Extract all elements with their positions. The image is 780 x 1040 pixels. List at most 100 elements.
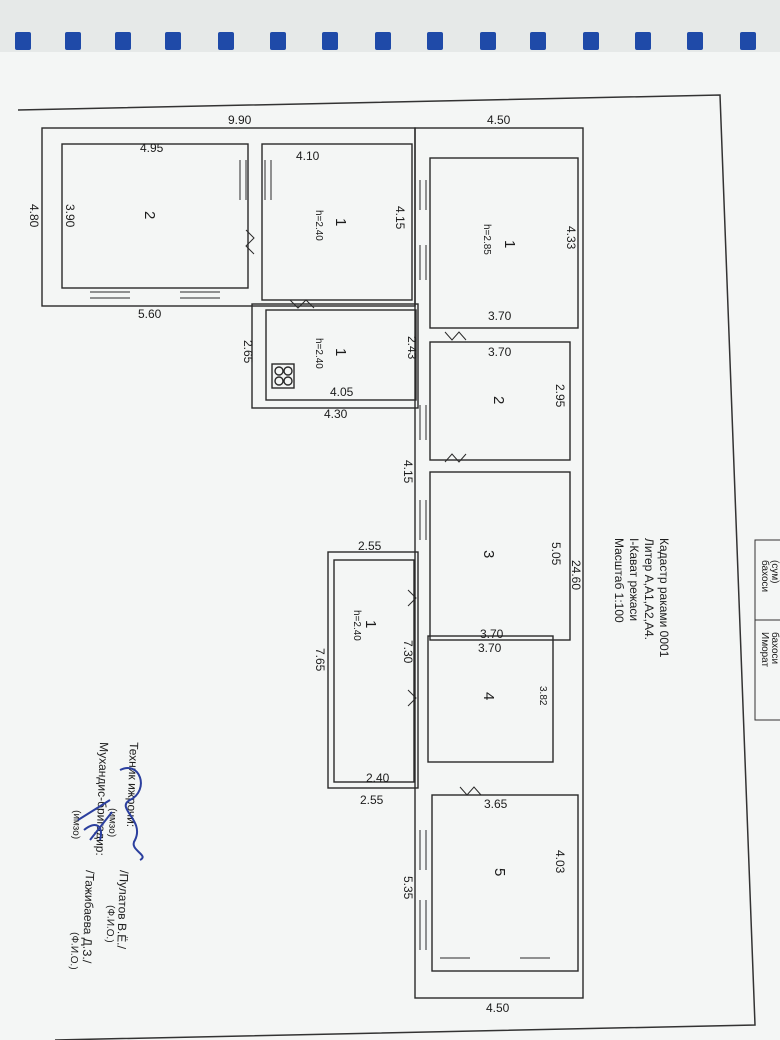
annex-d-outline — [327, 551, 419, 789]
doors — [245, 229, 482, 796]
room-b1-height: h=2.40 — [313, 210, 324, 241]
binding-ring — [480, 32, 496, 50]
dim-5-35: 5.35 — [401, 876, 415, 900]
room-a2-number: 2 — [490, 396, 507, 404]
dim-2-55-top: 2.55 — [358, 539, 382, 553]
stove-burner-icon — [274, 376, 284, 386]
side-table-col2-line1: бахоси — [759, 560, 771, 592]
binding-rings — [15, 32, 756, 50]
binding-ring — [530, 32, 546, 50]
door-swing — [444, 331, 467, 341]
cadastre-number: Кадастр раками 0001 — [657, 538, 671, 658]
engineer-name: /Тажибаева Д.З./ — [80, 870, 97, 964]
technician-name: /Пулатов В.Ё./ — [114, 870, 131, 950]
dim-4-03: 4.03 — [553, 850, 567, 874]
binding-ring — [583, 32, 599, 50]
engineer-label: Мухандис-бригадир: — [93, 742, 111, 856]
dim-2-40: 2.40 — [366, 771, 390, 785]
dim-4-30: 4.30 — [324, 407, 348, 421]
binding-ring — [115, 32, 131, 50]
door-swing — [245, 229, 255, 255]
room-a1-number: 1 — [501, 240, 518, 248]
room-a3 — [429, 471, 571, 641]
dimension-labels: 9.90 4.50 4.50 24.60 4.80 4.95 3.90 5.60… — [27, 113, 583, 1015]
side-table-frame — [754, 539, 780, 721]
binding-ring — [740, 32, 756, 50]
dim-3-70-a1: 3.70 — [488, 309, 512, 323]
binding-ring — [65, 32, 81, 50]
door-swing — [407, 689, 417, 707]
room-a1-height: h=2.85 — [481, 224, 492, 255]
dim-2-65: 2.65 — [241, 340, 255, 364]
room-c1-height: h=2.40 — [313, 338, 324, 369]
dim-3-82: 3.82 — [537, 686, 548, 706]
paper-sheet — [0, 52, 780, 1040]
room-a4-number: 4 — [480, 692, 497, 700]
room-c1 — [265, 309, 417, 401]
signature-block: Техник ижрочи: Мухандис-бригадир: /Пулат… — [68, 742, 144, 970]
dim-4-15b: 4.15 — [401, 460, 415, 484]
engineer-fio-hint: (Ф.И.О.) — [68, 932, 80, 970]
dim-3-65: 3.65 — [484, 797, 508, 811]
dim-4-05: 4.05 — [330, 385, 354, 399]
title-block: Кадастр раками 0001 Литер А,А1,А2,А4. I-… — [612, 538, 671, 658]
binding-ring — [15, 32, 31, 50]
scale-line: Масштаб 1:100 — [612, 538, 626, 623]
door-swing — [444, 453, 467, 463]
door-swing — [407, 589, 417, 607]
dim-4-50-bottom: 4.50 — [486, 1001, 510, 1015]
dim-4-15a: 4.15 — [393, 206, 407, 230]
dim-4-10: 4.10 — [296, 149, 320, 163]
side-table-col1-line1: Иморат — [759, 632, 770, 668]
binding-ring — [270, 32, 286, 50]
building-a-outline — [414, 127, 584, 999]
dim-3-70-a3: 3.70 — [480, 627, 504, 641]
binding-ring — [427, 32, 443, 50]
side-table-col1-line2: бахоси — [769, 632, 780, 664]
dim-9-90: 9.90 — [228, 113, 252, 127]
dim-2-43: 2.43 — [405, 336, 419, 360]
room-a4 — [427, 635, 554, 763]
side-table-col2-line2: (сум) — [769, 560, 780, 583]
floor-plan — [41, 127, 584, 999]
dim-4-50-top: 4.50 — [487, 113, 511, 127]
room-b1 — [261, 143, 413, 301]
stove-burner-icon — [283, 366, 293, 376]
stove-burner-icon — [283, 376, 293, 386]
dim-4-33: 4.33 — [564, 226, 578, 250]
room-labels: 1 h=2.85 2 3 4 5 2 1 h=2.40 1 h=2.40 1 h… — [141, 210, 518, 876]
binding-ring — [322, 32, 338, 50]
engineer-signature — [77, 799, 113, 841]
binding-ring — [165, 32, 181, 50]
technician-signature — [119, 767, 144, 861]
dim-4-95: 4.95 — [140, 141, 164, 155]
floor-plan-title: I-Кават режаси — [627, 538, 641, 621]
dim-3-70-a2: 3.70 — [488, 345, 512, 359]
engineer-sign-hint: (имзо) — [70, 810, 82, 839]
dim-7-65: 7.65 — [313, 648, 327, 672]
room-d1-number: 1 — [362, 620, 379, 628]
room-a5-number: 5 — [491, 868, 508, 876]
windows — [90, 160, 550, 959]
dim-24-60: 24.60 — [569, 560, 583, 590]
room-a1 — [429, 157, 579, 329]
page-frame — [17, 94, 756, 1040]
room-b1-number: 1 — [332, 218, 349, 226]
door-swing — [289, 299, 315, 309]
dim-7-30: 7.30 — [401, 640, 415, 664]
room-c1-number: 1 — [332, 348, 349, 356]
side-table: бахоси (сум) Иморат бахоси — [754, 539, 780, 721]
dim-2-55-bottom: 2.55 — [360, 793, 384, 807]
room-a3-number: 3 — [480, 550, 497, 558]
dim-4-80: 4.80 — [27, 204, 41, 228]
dim-2-95: 2.95 — [553, 384, 567, 408]
dim-3-90: 3.90 — [63, 204, 77, 228]
door-swing — [459, 786, 482, 796]
dim-5-05: 5.05 — [549, 542, 563, 566]
technician-fio-hint: (Ф.И.О.) — [104, 905, 116, 943]
binding-ring — [635, 32, 651, 50]
room-a2 — [429, 341, 571, 461]
dim-5-60: 5.60 — [138, 307, 162, 321]
technician-label: Техник ижрочи: — [124, 742, 141, 828]
